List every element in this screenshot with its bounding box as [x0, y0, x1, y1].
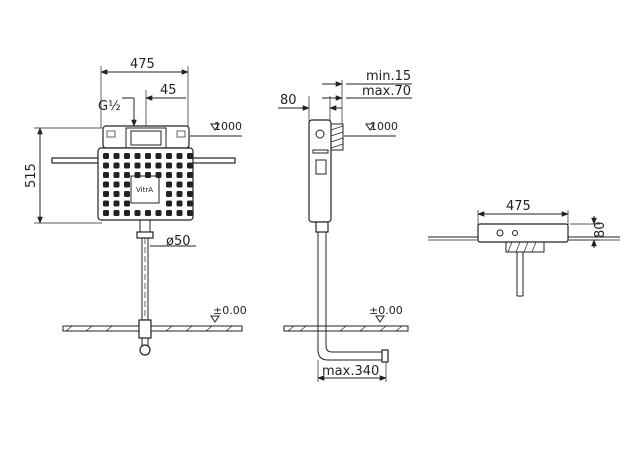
grid-hole	[134, 153, 141, 159]
front-height-label: 515	[24, 163, 39, 188]
connection-label: G½	[98, 99, 121, 114]
grid-hole	[155, 162, 162, 169]
grid-hole	[124, 162, 130, 169]
side-level-top: 1000	[370, 120, 398, 133]
grid-hole	[124, 172, 130, 178]
front-width-label: 475	[130, 57, 155, 72]
grid-hole	[103, 181, 109, 188]
grid-hole	[124, 191, 130, 197]
grid-hole	[166, 162, 172, 169]
grid-hole	[187, 162, 193, 169]
grid-hole	[176, 162, 183, 169]
grid-hole	[103, 162, 109, 169]
grid-hole	[155, 210, 162, 216]
grid-hole	[113, 162, 120, 169]
reach-label: max.340	[322, 364, 379, 379]
side-depth-label: 80	[280, 93, 297, 108]
grid-hole	[124, 200, 130, 207]
grid-hole	[113, 153, 120, 159]
grid-hole	[176, 191, 183, 197]
side-level-floor: ±0.00	[369, 304, 403, 317]
grid-hole	[134, 210, 141, 216]
grid-hole	[166, 172, 172, 178]
grid-hole	[103, 153, 109, 159]
grid-hole	[176, 210, 183, 216]
grid-hole	[166, 191, 172, 197]
side-view: 80 min.15 max.70 1000 ±0.00	[278, 69, 412, 382]
grid-hole	[103, 210, 109, 216]
grid-hole	[145, 162, 151, 169]
grid-hole	[187, 181, 193, 188]
grid-hole	[187, 210, 193, 216]
grid-hole	[187, 200, 193, 207]
grid-hole	[124, 153, 130, 159]
grid-hole	[103, 200, 109, 207]
grid-hole	[113, 191, 120, 197]
grid-hole	[113, 172, 120, 178]
max-label: max.70	[362, 84, 411, 99]
pipe-diameter-label: ø50	[166, 234, 191, 249]
grid-hole	[134, 162, 141, 169]
grid-hole	[166, 181, 172, 188]
grid-hole	[155, 153, 162, 159]
grid-hole	[166, 153, 172, 159]
grid-hole	[166, 200, 172, 207]
grid-hole	[166, 210, 172, 216]
grid-hole	[113, 200, 120, 207]
grid-hole	[187, 153, 193, 159]
top-width-label: 475	[506, 199, 531, 214]
grid-hole	[176, 172, 183, 178]
front-level-floor: ±0.00	[213, 304, 247, 317]
grid-hole	[113, 210, 120, 216]
grid-hole	[103, 191, 109, 197]
grid-hole	[124, 210, 130, 216]
top-view: 475 80	[428, 199, 620, 297]
grid-hole	[145, 172, 151, 178]
grid-hole	[145, 153, 151, 159]
grid-hole	[176, 181, 183, 188]
top-depth-label: 80	[593, 221, 608, 238]
grid-hole	[124, 181, 130, 188]
min-label: min.15	[366, 69, 411, 84]
grid-hole	[176, 153, 183, 159]
grid-hole	[113, 181, 120, 188]
grid-hole	[176, 200, 183, 207]
front-view: 475 G½ 45 515 1000 VitrA	[24, 57, 247, 356]
grid-hole	[145, 210, 151, 216]
front-level-top: 1000	[214, 120, 242, 133]
grid-hole	[187, 191, 193, 197]
brand-logo: VitrA	[136, 186, 153, 194]
grid-hole	[134, 172, 141, 178]
grid-hole	[187, 172, 193, 178]
offset-label: 45	[160, 83, 177, 98]
grid-hole	[103, 172, 109, 178]
